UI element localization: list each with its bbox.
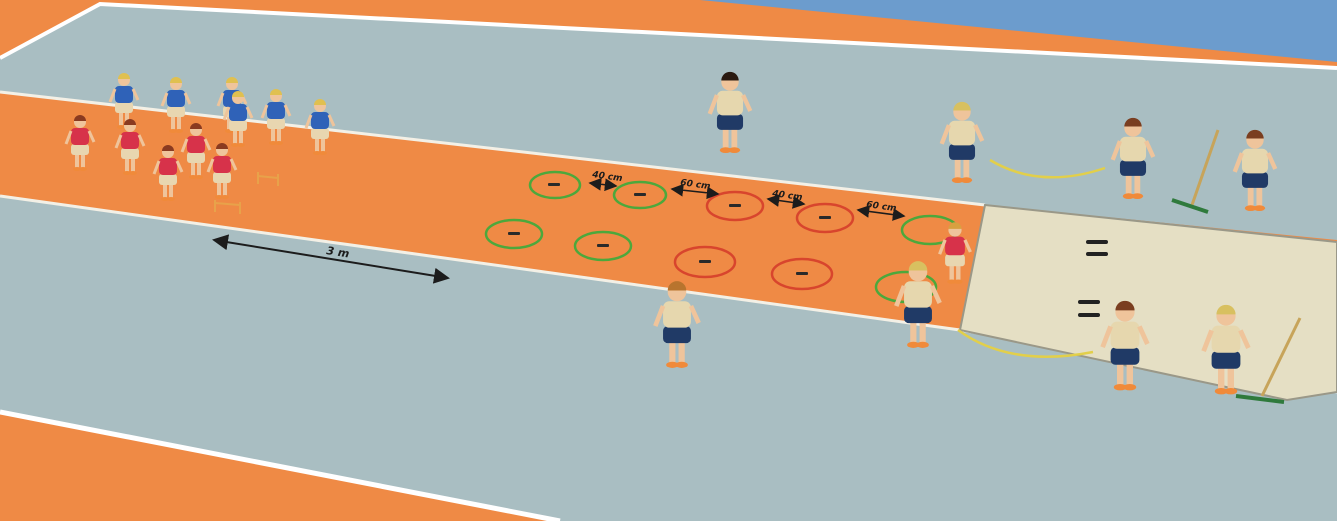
- long-jump-drill-diagram: 3 m 40 cm 60 cm 40 cm 60 cm: [0, 0, 1337, 521]
- diagram-canvas: 3 m 40 cm 60 cm 40 cm 60 cm: [0, 0, 1337, 521]
